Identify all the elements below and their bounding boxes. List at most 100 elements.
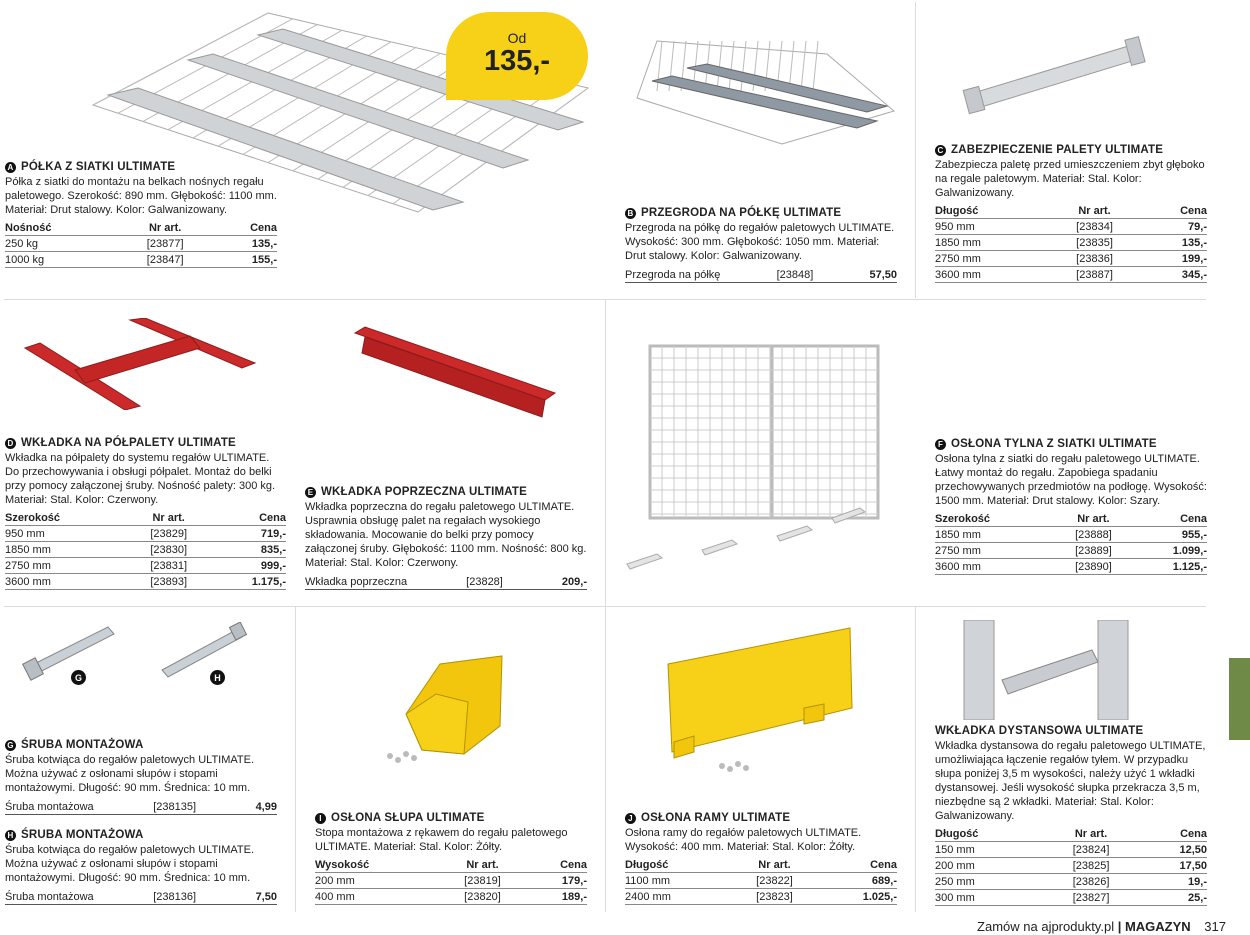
product-i: I OSŁONA SŁUPA ULTIMATE Stopa montażowa …	[315, 812, 587, 905]
table-header: Cena	[524, 858, 587, 873]
table-cell: [23835]	[1048, 234, 1141, 251]
product-j-desc: Osłona ramy do regałów paletowych ULTIMA…	[625, 827, 862, 853]
image-label-h: H	[210, 670, 225, 685]
product-a-table: Nośność Nr art. Cena 250 kg[23877]135,- …	[5, 221, 277, 268]
table-cell: 1.025,-	[817, 888, 897, 905]
table-header: Szerokość	[5, 511, 128, 526]
table-cell: 400 mm	[315, 888, 441, 905]
table-cell: [23819]	[440, 872, 525, 889]
product-j-title: J OSŁONA RAMY ULTIMATE	[625, 812, 897, 824]
product-d: D WKŁADKA NA PÓŁPALETY ULTIMATE Wkładka …	[5, 437, 286, 590]
image-label-g: G	[71, 670, 86, 685]
table-cell: 999,-	[209, 557, 286, 574]
table-cell: 1100 mm	[625, 872, 732, 889]
table-row: 200 mm[23825]17,50	[935, 857, 1207, 874]
table-cell: [23890]	[1053, 558, 1134, 575]
table-header: Szerokość	[935, 512, 1054, 527]
row-price: 4,99	[255, 801, 277, 813]
table-header: Nr art.	[1044, 827, 1138, 842]
table-cell: [23823]	[731, 888, 818, 905]
product-b: B PRZEGRODA NA PÓŁKĘ ULTIMATE Przegroda …	[625, 207, 897, 283]
product-g-title: G ŚRUBA MONTAŻOWA	[5, 739, 277, 751]
product-b-desc: Przegroda na półkę do regałów paletowych…	[625, 222, 895, 262]
product-d-desc: Wkładka na półpalety do systemu regałów …	[5, 452, 276, 506]
table-cell: 1850 mm	[935, 234, 1049, 251]
product-h-row: Śruba montażowa [238136] 7,50	[5, 891, 277, 905]
product-c-title: C ZABEZPIECZENIE PALETY ULTIMATE	[935, 144, 1207, 156]
table-cell: [23822]	[731, 872, 818, 889]
table-cell: 17,50	[1137, 857, 1207, 874]
table-row: 2750 mm[23831]999,-	[5, 557, 286, 574]
table-cell: [23877]	[119, 235, 211, 252]
table-cell: 1.175,-	[209, 573, 286, 590]
product-e: E WKŁADKA POPRZECZNA ULTIMATE Wkładka po…	[305, 486, 587, 590]
letter-badge: F	[935, 438, 946, 450]
table-cell: [23836]	[1048, 250, 1141, 267]
product-g-row: Śruba montażowa [238135] 4,99	[5, 801, 277, 815]
table-header: Nr art.	[1048, 204, 1141, 219]
table-cell: [23889]	[1053, 542, 1134, 559]
letter-badge: C	[935, 144, 946, 156]
product-e-row: Wkładka poprzeczna [23828] 209,-	[305, 576, 587, 590]
table-cell: 179,-	[524, 872, 587, 889]
letter-badge: D	[5, 437, 16, 449]
product-j-table: Długość Nr art. Cena 1100 mm[23822]689,-…	[625, 858, 897, 905]
product-d-table: Szerokość Nr art. Cena 950 mm[23829]719,…	[5, 511, 286, 590]
wire-shelf-image	[91, 12, 590, 213]
table-cell: 950 mm	[5, 525, 128, 542]
divider	[295, 607, 296, 912]
table-cell: [23826]	[1044, 873, 1138, 890]
table-cell: 3600 mm	[935, 558, 1054, 575]
table-row: 1850 mm[23835]135,-	[935, 234, 1207, 251]
row-art: [238136]	[153, 891, 197, 903]
table-cell: 2400 mm	[625, 888, 732, 905]
product-c: C ZABEZPIECZENIE PALETY ULTIMATE Zabezpi…	[935, 144, 1207, 283]
cross-insert-image	[353, 326, 557, 418]
row-art: [238135]	[153, 801, 197, 813]
table-cell: 955,-	[1133, 526, 1207, 543]
table-cell: 250 mm	[935, 873, 1045, 890]
back-mesh-image	[626, 344, 880, 570]
product-title-text: ŚRUBA MONTAŻOWA	[21, 829, 144, 841]
table-cell: 150 mm	[935, 841, 1045, 858]
table-cell: [23827]	[1044, 889, 1138, 906]
table-row: 2750 mm[23889]1.099,-	[935, 542, 1207, 559]
table-cell: 12,50	[1137, 841, 1207, 858]
table-row: 950 mm[23829]719,-	[5, 525, 286, 542]
product-c-desc: Zabezpiecza paletę przed umieszczeniem z…	[935, 159, 1205, 199]
footer-link[interactable]: Zamów na ajprodukty.pl	[977, 919, 1115, 934]
row-art: [23828]	[466, 576, 503, 588]
table-row: 1100 mm[23822]689,-	[625, 872, 897, 889]
product-title-text: OSŁONA TYLNA Z SIATKI ULTIMATE	[951, 438, 1157, 450]
shelf-divider-image	[636, 40, 896, 145]
table-header: Wysokość	[315, 858, 441, 873]
table-cell: [23888]	[1053, 526, 1134, 543]
section-tab	[1229, 658, 1250, 740]
table-header: Nr art.	[119, 221, 211, 236]
table-header: Cena	[817, 858, 897, 873]
table-cell: 950 mm	[935, 218, 1049, 235]
bolt-g-image	[22, 626, 115, 681]
product-a: A PÓŁKA Z SIATKI ULTIMATE Półka z siatki…	[5, 161, 277, 268]
product-b-title: B PRZEGRODA NA PÓŁKĘ ULTIMATE	[625, 207, 897, 219]
row-price: 209,-	[561, 576, 587, 588]
price-value: 135,-	[483, 45, 551, 77]
table-row: 3600 mm[23887]345,-	[935, 266, 1207, 283]
product-k-table: Długość Nr art. Cena 150 mm[23824]12,50 …	[935, 827, 1207, 906]
price-badge: Od 135,-	[446, 12, 588, 100]
table-cell: 189,-	[524, 888, 587, 905]
table-cell: 345,-	[1140, 266, 1207, 283]
product-g: G ŚRUBA MONTAŻOWA Śruba kotwiąca do rega…	[5, 739, 277, 815]
product-b-row: Przegroda na półkę [23848] 57,50	[625, 269, 897, 283]
table-row: 250 mm[23826]19,-	[935, 873, 1207, 890]
row-label: Śruba montażowa	[5, 801, 94, 813]
table-header: Cena	[209, 511, 286, 526]
product-j: J OSŁONA RAMY ULTIMATE Osłona ramy do re…	[625, 812, 897, 905]
product-i-table: Wysokość Nr art. Cena 200 mm[23819]179,-…	[315, 858, 587, 905]
product-i-title: I OSŁONA SŁUPA ULTIMATE	[315, 812, 587, 824]
divider	[605, 607, 606, 912]
table-cell: 2750 mm	[5, 557, 128, 574]
product-a-title: A PÓŁKA Z SIATKI ULTIMATE	[5, 161, 277, 173]
table-cell: [23820]	[440, 888, 525, 905]
table-cell: 135,-	[210, 235, 277, 252]
